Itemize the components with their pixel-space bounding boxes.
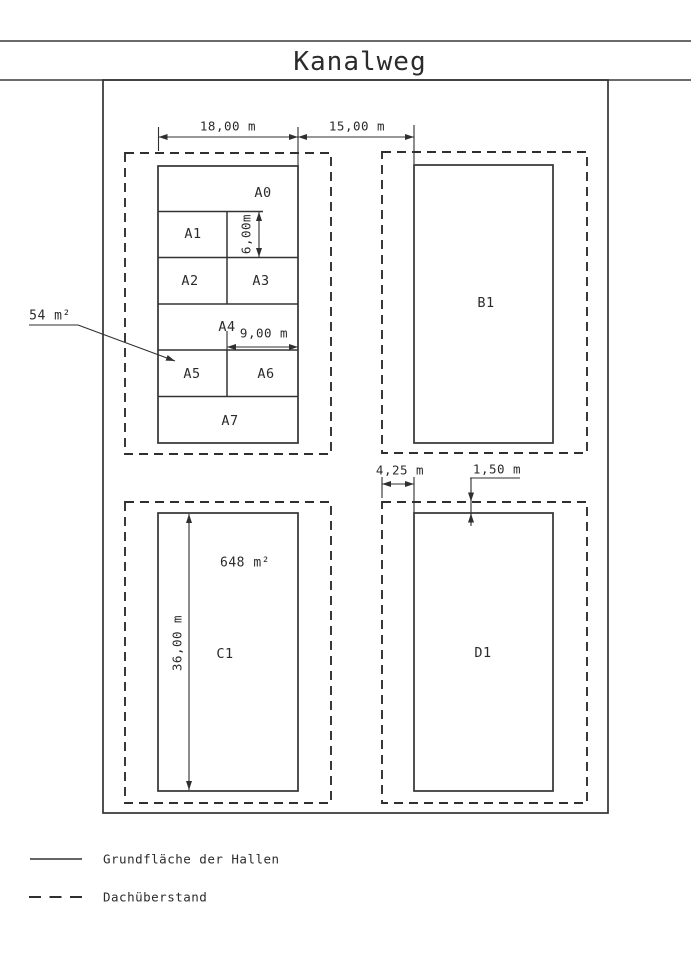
hall-label-a0: A0 <box>254 185 271 201</box>
hall-label-a7: A7 <box>221 413 238 429</box>
hall-label-b1: B1 <box>477 295 494 311</box>
hall-c1-outline <box>157 512 299 792</box>
roof-overhang-b <box>381 151 588 454</box>
hall-b1-outline <box>413 164 554 444</box>
dim-text-36m: 36,00 m <box>170 615 185 671</box>
dimension-top: 18,00 m 15,00 m <box>157 119 415 166</box>
annotation-54m2: 54 m² <box>29 309 176 362</box>
hall-label-a5: A5 <box>183 366 200 382</box>
hall-label-a1: A1 <box>184 226 201 242</box>
area-text-648m2: 648 m² <box>220 556 270 571</box>
dimension-c1-height: 36,00 m <box>170 514 192 790</box>
hall-label-c1: C1 <box>216 646 233 662</box>
hall-label-a3: A3 <box>252 273 269 289</box>
hall-d1-outline <box>413 512 554 792</box>
block-d: D1 <box>381 501 588 804</box>
hall-label-d1: D1 <box>474 645 491 661</box>
street-name: Kanalweg <box>293 47 426 77</box>
block-a: A0 A1 A2 A3 A4 A5 A6 A7 6,00m 9,00 m 54 … <box>29 152 332 455</box>
leader-arrow <box>77 324 176 362</box>
dim-text-18m: 18,00 m <box>200 119 256 134</box>
dim-text-425m: 4,25 m <box>376 463 424 478</box>
dim-text-6m: 6,00m <box>239 214 254 254</box>
roof-overhang-c <box>124 501 332 804</box>
hall-label-a6: A6 <box>257 366 274 382</box>
area-text-54m2: 54 m² <box>29 309 71 324</box>
dimension-overhangs: 4,25 m 1,50 m <box>376 462 521 526</box>
site-boundary <box>102 79 609 814</box>
legend-label-dashed: Dachüberstand <box>103 890 207 905</box>
hall-label-a4: A4 <box>218 319 235 335</box>
roof-overhang-a <box>124 152 332 455</box>
dim-text-15m: 15,00 m <box>329 119 385 134</box>
legend: Grundfläche der Hallen Dachüberstand <box>29 852 280 905</box>
roof-overhang-d <box>381 501 588 804</box>
dim-text-150m: 1,50 m <box>473 462 521 477</box>
hall-label-a2: A2 <box>181 273 198 289</box>
dim-text-9m: 9,00 m <box>240 326 288 341</box>
block-c: 648 m² C1 36,00 m <box>124 501 332 804</box>
legend-label-solid: Grundfläche der Hallen <box>103 852 280 867</box>
dimension-a-half-width: 9,00 m <box>226 326 298 350</box>
dimension-a1-height: 6,00m <box>239 212 262 257</box>
block-b: B1 <box>381 151 588 454</box>
